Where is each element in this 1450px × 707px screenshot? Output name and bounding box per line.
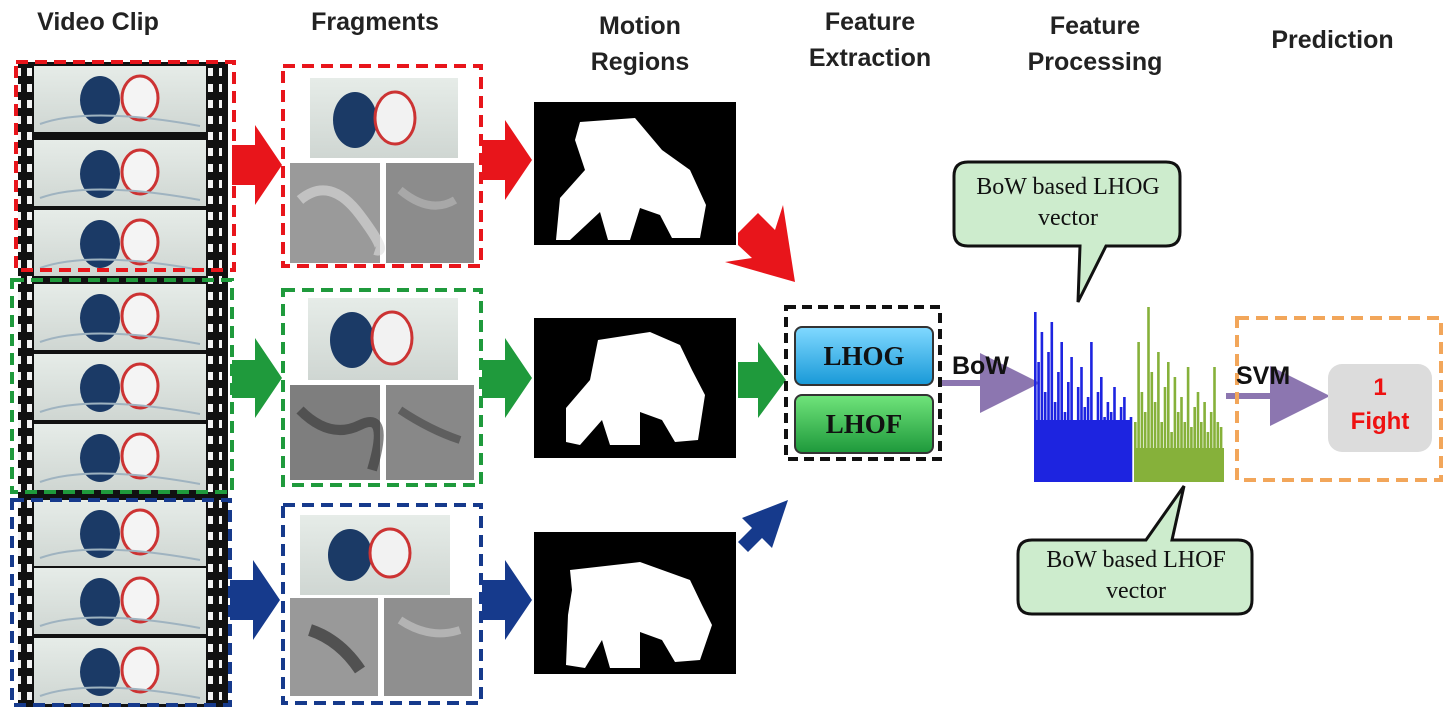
- arrow-clip-to-fragment-blue: [230, 560, 280, 640]
- motion-region-2: [534, 318, 736, 458]
- film-frame: [34, 500, 206, 566]
- arrow-clip-to-fragment-red: [232, 125, 282, 205]
- film-frame: [34, 140, 206, 206]
- arrow-clip-to-fragment-green: [232, 338, 282, 418]
- callout-lhof-text: BoW based LHOF vector: [1046, 547, 1226, 604]
- header-feature-extraction: Feature Extraction: [808, 8, 932, 72]
- bow-histogram: [1034, 307, 1224, 482]
- histogram-base-lhog: [1034, 420, 1132, 482]
- callout-lhof-bubble: [1016, 485, 1254, 616]
- film-frame: [34, 424, 206, 490]
- arrow-motion-to-feature-red: [725, 205, 795, 282]
- histogram-bar-lhog: [1047, 352, 1050, 482]
- clip-group-blue: [10, 498, 232, 707]
- header-fragments: Fragments: [311, 8, 439, 36]
- fragment-group-red: [281, 64, 483, 268]
- histogram-base-lhof: [1134, 448, 1224, 482]
- film-frame: [34, 210, 206, 276]
- label-svm: SVM: [1236, 362, 1291, 390]
- video-clip-filmstrip: [18, 62, 228, 707]
- motion-region-1: [534, 102, 736, 245]
- histogram-bar-lhof: [1150, 372, 1154, 482]
- histogram-bar-lhof: [1176, 412, 1180, 482]
- histogram-bar-lhof: [1163, 387, 1167, 482]
- result-label: Fight: [1350, 408, 1410, 435]
- header-prediction: Prediction: [1271, 26, 1394, 54]
- histogram-bar-lhof: [1209, 412, 1213, 482]
- histogram-bar-lhof: [1173, 377, 1177, 482]
- header-feature-processing: Feature Processing: [1027, 12, 1163, 76]
- lhof-feature-box: LHOF: [794, 394, 934, 454]
- callout-lhog-text: BoW based LHOG vector: [976, 174, 1160, 231]
- histogram-bar-lhof: [1147, 307, 1150, 482]
- fight-result-box: [1328, 364, 1432, 452]
- histogram-bar-lhog: [1090, 342, 1093, 482]
- histogram-bar-lhof: [1140, 392, 1144, 482]
- clip-group-red: [14, 60, 236, 272]
- film-frame: [34, 354, 206, 420]
- histogram-bar-lhof: [1213, 367, 1216, 482]
- histogram-bar-lhof: [1180, 397, 1183, 482]
- fragment-thumbnails: [296, 90, 462, 674]
- arrow-fragment-to-motion-red: [482, 120, 532, 200]
- arrow-motion-to-feature-green: [738, 342, 786, 418]
- film-frame: [34, 568, 206, 634]
- film-frame: [34, 66, 206, 132]
- histogram-bar-lhof: [1186, 367, 1190, 482]
- histogram-bar-lhof: [1167, 362, 1170, 482]
- histogram-bar-lhof: [1203, 402, 1206, 482]
- histogram-bar-lhog: [1040, 332, 1044, 482]
- film-frame: [34, 638, 206, 704]
- histogram-bar-lhof: [1193, 407, 1196, 482]
- result-value: 1: [1373, 374, 1387, 401]
- header-motion-regions: Motion Regions: [590, 12, 690, 76]
- callout-lhog-bubble: [952, 160, 1182, 303]
- film-frame: [34, 284, 206, 350]
- label-bow: BoW: [952, 352, 1009, 380]
- histogram-bar-lhog: [1060, 342, 1063, 482]
- feature-extraction-box: [784, 305, 942, 461]
- lhog-feature-box: LHOG: [794, 326, 934, 386]
- prediction-box: [1235, 316, 1443, 482]
- header-video-clip: Video Clip: [37, 8, 159, 36]
- histogram-bar-lhog: [1050, 322, 1054, 482]
- arrow-fragment-to-motion-blue: [482, 560, 532, 640]
- histogram-bar-lhof: [1153, 402, 1157, 482]
- histogram-bar-lhof: [1157, 352, 1160, 482]
- arrow-motion-to-feature-blue: [738, 500, 788, 552]
- histogram-bar-lhof: [1143, 412, 1147, 482]
- histogram-bar-lhog: [1034, 312, 1037, 482]
- histogram-bar-lhof: [1137, 342, 1140, 482]
- motion-region-3: [534, 532, 736, 674]
- histogram-bar-lhog: [1070, 357, 1073, 482]
- histogram-bar-lhof: [1196, 392, 1200, 482]
- arrow-fragment-to-motion-green: [482, 338, 532, 418]
